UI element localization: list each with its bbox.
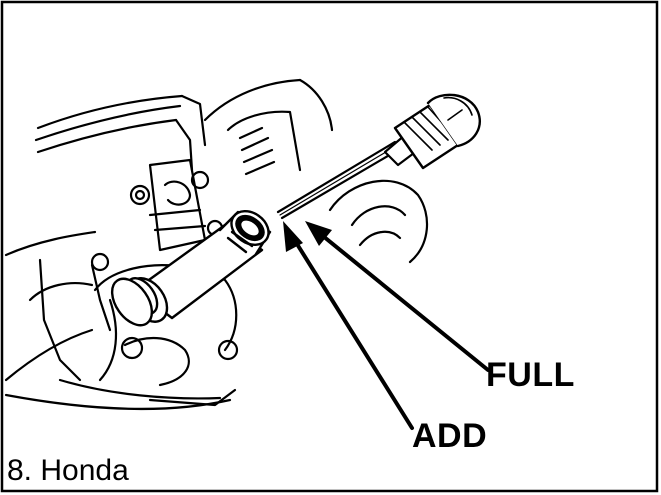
figure-caption: 8. Honda: [7, 454, 129, 487]
full-level-label: FULL: [486, 356, 575, 394]
add-leader-line: [290, 234, 414, 430]
oil-filler-tube: [110, 209, 272, 327]
full-leader-line: [316, 230, 490, 372]
add-arrowhead: [283, 221, 303, 252]
leader-arrows: [283, 221, 490, 430]
engine-housing: [4, 78, 429, 411]
full-arrowhead: [305, 221, 332, 246]
add-level-label: ADD: [412, 417, 488, 455]
dipstick: [276, 93, 481, 220]
